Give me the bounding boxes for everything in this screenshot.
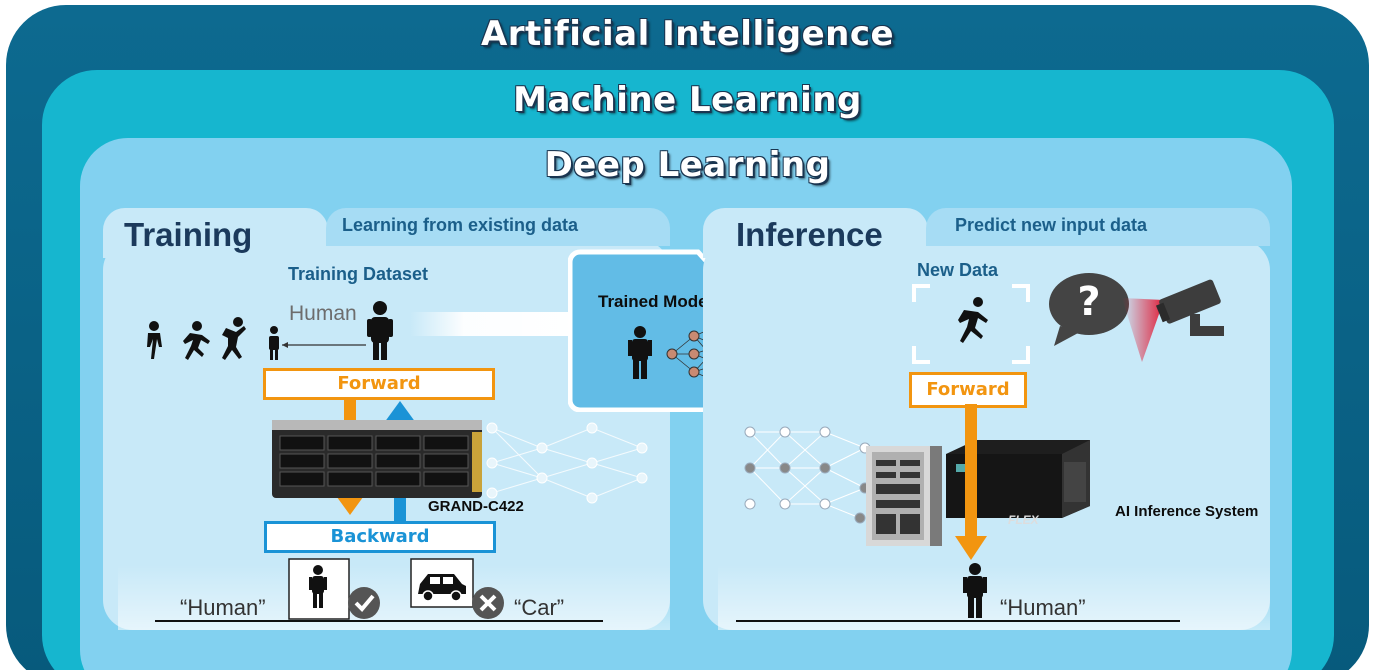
training-title: Training — [124, 216, 253, 253]
inference-forward-box: Forward — [909, 372, 1027, 408]
new-data-frame — [912, 284, 1030, 364]
training-subtab — [326, 208, 670, 246]
training-neural-net — [486, 422, 648, 504]
inference-title: Inference — [736, 216, 883, 253]
ml-title: Machine Learning — [513, 80, 862, 120]
training-subtitle: Learning from existing data — [342, 215, 579, 235]
training-result-car: “Car” — [514, 595, 565, 620]
training-tab — [103, 208, 328, 258]
human-label: Human — [289, 302, 357, 325]
flex-brand: FLEX — [1008, 513, 1039, 527]
training-dataset-label: Training Dataset — [288, 264, 429, 284]
trained-model-label: Trained Model — [598, 292, 713, 311]
inference-neural-net — [744, 426, 871, 524]
inference-forward-arrow — [955, 404, 987, 560]
grand-c422-label: GRAND-C422 — [428, 498, 524, 515]
walking-person-icon — [147, 321, 162, 359]
dataset-figures — [147, 301, 393, 360]
ai-inference-system-label: AI Inference System — [1115, 503, 1259, 520]
inference-result-human: “Human” — [1000, 595, 1086, 620]
inference-subtab — [926, 208, 1270, 246]
model-human-icon — [628, 326, 652, 379]
inference-baseline — [736, 620, 1180, 622]
training-result-floor — [118, 565, 670, 630]
result-car-card — [410, 558, 474, 608]
result-human-card — [288, 558, 350, 620]
inference-tab — [703, 208, 928, 258]
new-data-label: New Data — [917, 260, 999, 280]
training-baseline — [155, 620, 603, 622]
result-human-icon — [963, 563, 987, 618]
dancing-person-icon — [222, 317, 246, 360]
running-person-icon — [183, 321, 210, 360]
dataset-human-icon — [367, 301, 393, 360]
training-backward-box: Backward — [264, 521, 496, 553]
small-human-icon — [269, 326, 279, 360]
dl-title: Deep Learning — [544, 145, 831, 185]
grand-c422-server — [272, 420, 482, 498]
ai-title: Artificial Intelligence — [480, 14, 895, 54]
security-camera-icon — [1122, 279, 1224, 362]
inference-result-floor — [718, 565, 1270, 630]
cross-icon — [472, 587, 504, 619]
check-icon — [348, 587, 380, 619]
question-mark: ? — [1077, 279, 1101, 325]
training-forward-box: Forward — [263, 368, 495, 400]
training-result-human: “Human” — [180, 595, 266, 620]
question-bubble-icon — [1049, 273, 1129, 346]
inference-subtitle: Predict new input data — [955, 215, 1148, 235]
running-person-icon — [958, 297, 988, 343]
